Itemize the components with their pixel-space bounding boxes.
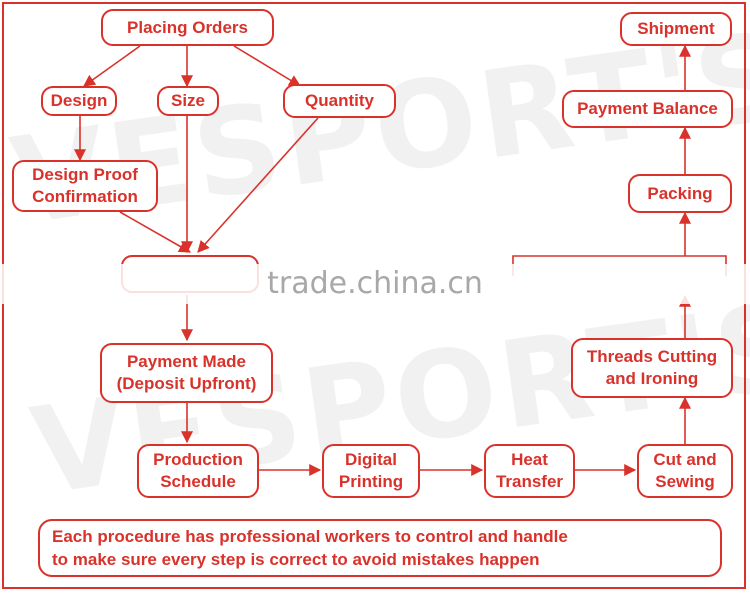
node-size: Size <box>157 86 219 116</box>
process-note: Each procedure has professional workers … <box>38 519 722 577</box>
node-placing-orders: Placing Orders <box>101 9 274 46</box>
node-threads-cutting: Threads Cutting and Ironing <box>571 338 733 398</box>
site-watermark: trade.china.cn <box>0 264 750 304</box>
arrow-orders-to-design <box>83 45 141 87</box>
arrow-orders-to-quantity <box>233 45 302 87</box>
node-packing: Packing <box>628 174 732 213</box>
node-quantity: Quantity <box>283 84 396 118</box>
node-shipment: Shipment <box>620 12 732 46</box>
node-production-schedule: Production Schedule <box>137 444 259 498</box>
node-design-proof: Design Proof Confirmation <box>12 160 158 212</box>
node-digital-printing: Digital Printing <box>322 444 420 498</box>
node-heat-transfer: Heat Transfer <box>484 444 575 498</box>
arrow-proof-to-step <box>119 211 192 253</box>
arrow-quantity-to-step <box>197 117 319 253</box>
node-payment-made: Payment Made (Deposit Upfront) <box>100 343 273 403</box>
node-cut-sewing: Cut and Sewing <box>637 444 733 498</box>
node-payment-balance: Payment Balance <box>562 90 733 128</box>
node-design: Design <box>41 86 117 116</box>
